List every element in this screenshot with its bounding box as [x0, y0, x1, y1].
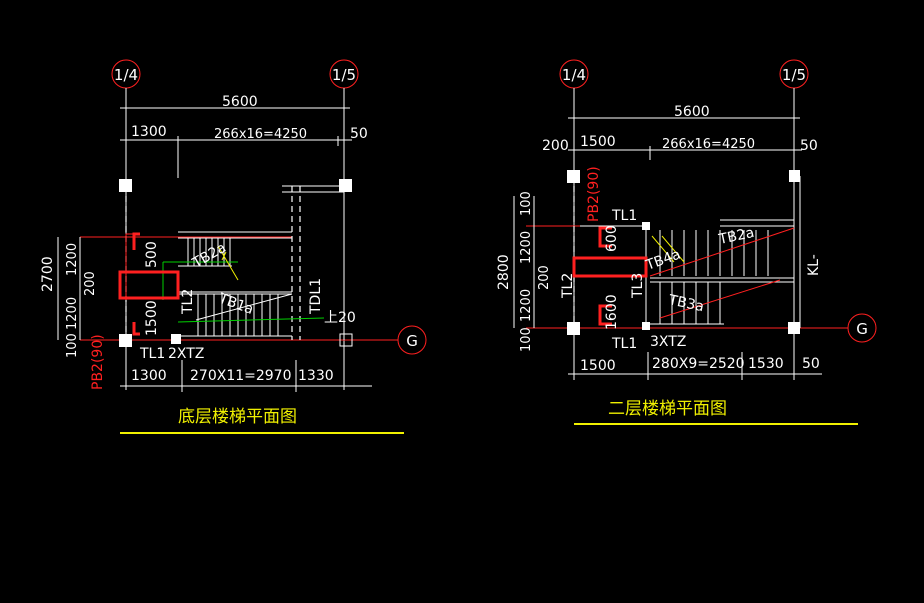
axis-bubble-row: G: [847, 313, 877, 343]
column: [339, 179, 352, 192]
dim-left-seg: 200: [83, 271, 98, 296]
label-tl1: TL1: [139, 346, 165, 362]
ground-floor-stair-plan: 1/4 1/5 G 5600 1300 266x16=4250 50: [40, 59, 427, 434]
label-tb2: TB2a: [717, 225, 756, 248]
label-tb2: TB2a: [189, 240, 229, 272]
dim-bottom-right: 50: [802, 356, 820, 372]
landing-beam-highlight: [118, 270, 180, 300]
column: [567, 170, 580, 183]
dim-left-seg: 100: [519, 191, 534, 216]
dim-top-total: 5600: [222, 94, 258, 110]
dim-bottom-right: 1330: [298, 368, 334, 384]
column: [119, 179, 132, 192]
column: [567, 322, 580, 335]
label-kl: KL-: [806, 254, 822, 276]
dim-left-total: 2800: [496, 254, 512, 290]
dim-bottom-left: 1500: [580, 358, 616, 374]
second-floor-stair-plan: 1/4 1/5 G 5600 200 1500 266x16=4250 50: [496, 59, 877, 425]
label-tl1-top: TL1: [611, 208, 637, 224]
label-xtz: 2XTZ: [168, 346, 204, 362]
axis-bubble-right: 1/5: [779, 59, 809, 89]
axis-label: 1/5: [782, 66, 806, 84]
label-tl2: TL2: [180, 289, 196, 315]
dim-top-right: 50: [800, 138, 818, 154]
dim-left-seg: 1200: [519, 289, 534, 322]
label-tb3: TB3a: [666, 292, 705, 315]
column: [788, 322, 800, 334]
label-tl3: TL3: [630, 273, 646, 299]
axis-label: 1/4: [562, 66, 586, 84]
dim-bottom-run: 280X9=2520: [652, 356, 745, 372]
axis-label: 1/5: [332, 66, 356, 84]
dim-landing: 500: [144, 241, 160, 268]
dim-top-left: 1300: [131, 124, 167, 140]
dim-left-total: 2700: [40, 256, 56, 292]
dim-left-seg: 100: [65, 333, 80, 358]
stair-treads-upper: [187, 238, 231, 266]
dim-left-seg: 200: [537, 265, 552, 290]
dim-left-seg: 100: [519, 327, 534, 352]
axis-label: G: [406, 332, 418, 350]
dim-top-run: 266x16=4250: [662, 137, 755, 152]
axis-label: G: [856, 320, 868, 338]
axis-bubble-right: 1/5: [329, 59, 359, 89]
dim-landing: 600: [604, 225, 620, 252]
dim-landing: 1600: [604, 294, 620, 330]
label-tdl1: TDL1: [308, 278, 324, 315]
column: [119, 334, 132, 347]
label-pb: PB2(90): [90, 334, 106, 390]
axis-bubble-row: G: [397, 325, 427, 355]
dim-top-run: 266x16=4250: [214, 127, 307, 142]
label-tl1-bottom: TL1: [611, 336, 637, 352]
dim-bottom-mid: 1530: [748, 356, 784, 372]
dim-top-right: 50: [350, 126, 368, 142]
drawing-title: 底层楼梯平面图: [178, 407, 297, 427]
dim-bottom-left: 1300: [131, 368, 167, 384]
column: [339, 333, 353, 347]
stair-flight-upper: [178, 231, 292, 293]
drawing-title: 二层楼梯平面图: [608, 399, 727, 419]
axis-bubble-left: 1/4: [111, 59, 141, 89]
dim-bottom-run: 270X11=2970: [190, 368, 292, 384]
dim-left-seg: 1200: [65, 243, 80, 276]
axis-bubble-left: 1/4: [559, 59, 589, 89]
label-up: 上20: [324, 310, 356, 326]
dim-top-left: 1500: [580, 134, 616, 150]
dim-top-total: 5600: [674, 104, 710, 120]
label-pb: PB2(90): [586, 166, 602, 222]
dim-landing: 1500: [144, 300, 160, 336]
label-xtz: 3XTZ: [650, 334, 686, 350]
dim-left-seg: 1200: [65, 297, 80, 330]
axis-label: 1/4: [114, 66, 138, 84]
column: [789, 170, 800, 182]
landing-beam-highlight: [572, 256, 648, 278]
dim-top-left-a: 200: [542, 138, 569, 154]
dim-left-seg: 1200: [519, 231, 534, 264]
label-tl2: TL2: [560, 273, 576, 299]
label-tb4: TB4a: [643, 247, 683, 275]
column: [171, 334, 181, 344]
